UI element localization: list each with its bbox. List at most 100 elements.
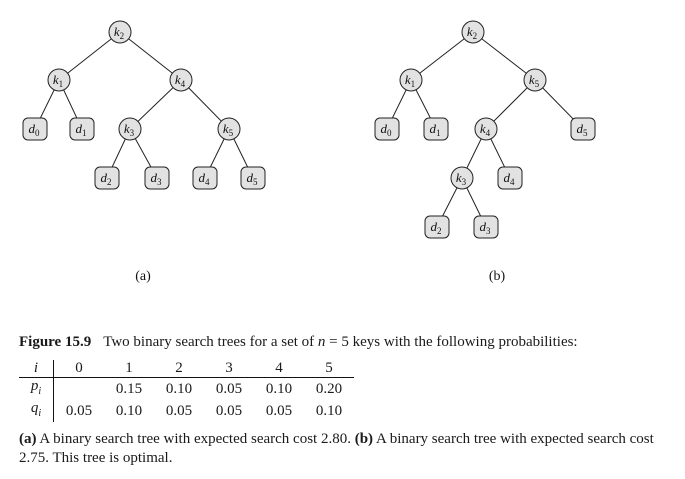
- node-subscript: 2: [473, 31, 478, 41]
- node-letter: k: [53, 72, 59, 87]
- dummy-node-box: [22, 117, 48, 141]
- table-col-4: 4: [254, 360, 304, 378]
- node-subscript: 2: [437, 226, 442, 236]
- node-label: d4: [504, 170, 516, 187]
- node-letter: d: [101, 170, 108, 185]
- dummy-node-b_d1: d1: [423, 117, 449, 141]
- node-label: k1: [405, 72, 415, 89]
- figure-caption-body: (a) A binary search tree with expected s…: [19, 430, 679, 468]
- node-label: d1: [430, 121, 441, 138]
- node-label: k1: [53, 72, 63, 89]
- dummy-node-box: [192, 166, 218, 190]
- dummy-node-b_d2: d2: [424, 215, 450, 239]
- node-subscript: 1: [82, 128, 87, 138]
- node-label: d4: [199, 170, 211, 187]
- node-letter: k: [124, 121, 130, 136]
- table-header-row: i 0 1 2 3 4 5: [19, 360, 354, 378]
- node-letter: k: [175, 72, 181, 87]
- node-label: d5: [577, 121, 589, 138]
- dummy-node-a_d5: d5: [240, 166, 266, 190]
- tree-edge-b_k2-b_k5: [472, 31, 536, 81]
- node-letter: d: [480, 219, 487, 234]
- caption-title-pre: Two binary search trees for a set of: [103, 334, 318, 350]
- table-q-5: 0.10: [315, 402, 343, 419]
- tree-edge-a_k2-a_k1: [58, 31, 121, 81]
- table-p-1: 0.15: [115, 380, 143, 397]
- node-letter: k: [529, 72, 535, 87]
- dummy-node-box: [424, 215, 450, 239]
- table-col-0: 0: [53, 360, 104, 378]
- table-q-label: qi: [19, 400, 54, 422]
- key-node-b_k3: k3: [450, 166, 474, 190]
- node-letter: d: [29, 121, 36, 136]
- table-col-5: 5: [304, 360, 354, 378]
- node-letter: d: [151, 170, 158, 185]
- table-p-label: pi: [19, 377, 54, 400]
- caption-part-a-text: A binary search tree with expected searc…: [36, 431, 355, 447]
- panel-label-b: (b): [489, 269, 506, 284]
- node-subscript: 5: [535, 79, 540, 89]
- caption-title-eq: = 5 keys with the following probabilitie…: [325, 334, 578, 350]
- node-subscript: 4: [510, 177, 515, 187]
- node-subscript: 1: [411, 79, 416, 89]
- dummy-node-box: [94, 166, 120, 190]
- node-label: k2: [467, 24, 477, 41]
- key-node-circle: [461, 20, 485, 44]
- table-p-2: 0.10: [165, 380, 193, 397]
- tree-edges: [34, 31, 584, 228]
- panel-label-a: (a): [135, 269, 151, 284]
- node-subscript: 4: [205, 177, 210, 187]
- key-node-circle: [474, 117, 498, 141]
- key-node-a_k3: k3: [118, 117, 142, 141]
- key-node-circle: [217, 117, 241, 141]
- node-label: k5: [223, 121, 234, 138]
- node-subscript: 1: [59, 79, 64, 89]
- node-label: k4: [480, 121, 491, 138]
- node-subscript: 4: [486, 128, 491, 138]
- node-label: d2: [101, 170, 112, 187]
- table-p-row: pi 0.15 0.10 0.05 0.10 0.20: [19, 377, 354, 401]
- dummy-node-box: [240, 166, 266, 190]
- table-q-0: 0.05: [65, 402, 93, 419]
- dummy-node-a_d4: d4: [192, 166, 218, 190]
- node-letter: d: [381, 121, 388, 136]
- node-letter: k: [405, 72, 411, 87]
- key-node-a_k2: k2: [108, 20, 132, 44]
- node-letter: d: [199, 170, 206, 185]
- node-letter: k: [114, 24, 120, 39]
- dummy-node-b_d0: d0: [374, 117, 400, 141]
- node-subscript: 3: [157, 177, 162, 187]
- node-label: k4: [175, 72, 186, 89]
- node-letter: k: [480, 121, 486, 136]
- table-q-2: 0.05: [165, 402, 193, 419]
- node-subscript: 1: [436, 128, 441, 138]
- tree-edge-a_k4-a_k3: [129, 79, 182, 130]
- dummy-node-b_d4: d4: [497, 166, 523, 190]
- node-letter: k: [223, 121, 229, 136]
- key-node-circle: [108, 20, 132, 44]
- dummy-node-a_d3: d3: [144, 166, 170, 190]
- key-node-b_k1: k1: [399, 68, 423, 92]
- node-letter: k: [456, 170, 462, 185]
- node-subscript: 0: [387, 128, 392, 138]
- key-node-circle: [47, 68, 71, 92]
- key-node-circle: [399, 68, 423, 92]
- table-p-0: [54, 378, 105, 401]
- node-label: k3: [456, 170, 467, 187]
- node-label: d1: [76, 121, 87, 138]
- key-node-circle: [118, 117, 142, 141]
- node-letter: d: [76, 121, 83, 136]
- dummy-node-a_d2: d2: [94, 166, 120, 190]
- node-subscript: 3: [486, 226, 491, 236]
- tree-edge-b_k5-b_k4: [485, 79, 536, 130]
- dummy-node-a_d0: d0: [22, 117, 48, 141]
- node-letter: d: [247, 170, 254, 185]
- dummy-node-box: [473, 215, 499, 239]
- caption-part-b-label: (b): [354, 431, 374, 447]
- table-p-5: 0.20: [315, 380, 343, 397]
- tree-edge-b_k2-b_k1: [410, 31, 474, 81]
- caption-part-b-text: A binary search tree with expected searc…: [19, 431, 654, 466]
- key-node-a_k5: k5: [217, 117, 241, 141]
- table-q-3: 0.05: [215, 402, 243, 419]
